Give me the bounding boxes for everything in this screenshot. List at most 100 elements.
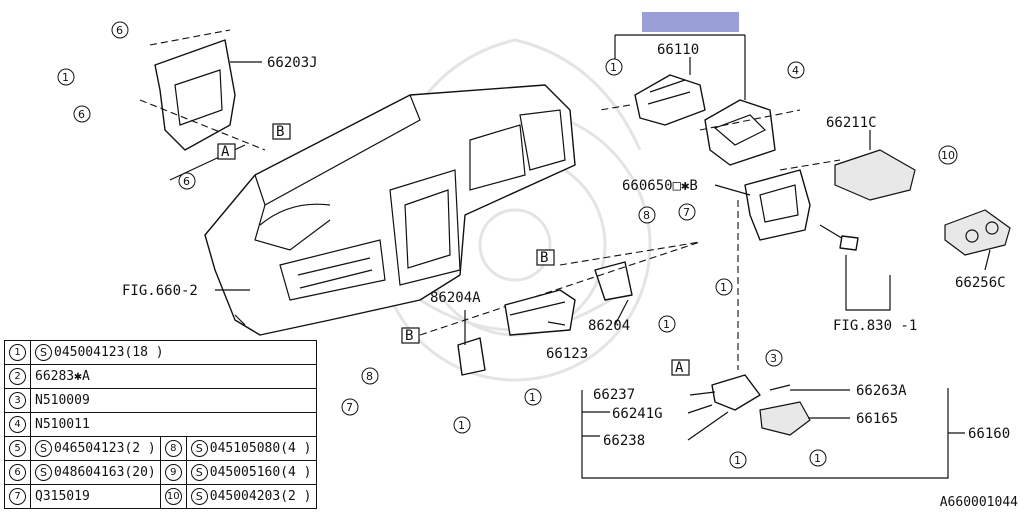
svg-text:A: A <box>675 360 684 376</box>
bubble-8: 8 <box>361 367 379 385</box>
standard-part-icon: S <box>190 464 208 481</box>
svg-text:3: 3 <box>770 352 777 365</box>
bubble-3: 3 <box>765 349 783 367</box>
legend-part: N510011 <box>30 412 317 437</box>
legend-number: 9 <box>159 460 187 485</box>
standard-part-icon: S <box>35 440 52 457</box>
svg-text:6: 6 <box>116 24 123 37</box>
callout-66165: 66165 <box>856 411 898 427</box>
bubble-4: 4 <box>787 61 805 79</box>
svg-text:7: 7 <box>346 401 353 414</box>
svg-text:1: 1 <box>663 318 670 331</box>
bubble-6: 6 <box>111 21 129 39</box>
legend-part: Q315019 <box>30 484 161 509</box>
legend-number: 7 <box>4 484 31 509</box>
svg-text:1: 1 <box>458 419 465 432</box>
figure-id: A660001044 <box>939 495 1018 510</box>
callout-66123: 66123 <box>546 346 588 362</box>
svg-text:8: 8 <box>643 209 650 222</box>
part-66256C <box>944 209 1011 256</box>
legend-part-number: N510009 <box>35 393 90 408</box>
callout-66237: 66237 <box>593 387 635 403</box>
legend-part-number: 046504123(2 ) <box>54 441 156 456</box>
fig830-leader <box>845 255 891 311</box>
bubble-6: 6 <box>73 105 91 123</box>
svg-text:1: 1 <box>610 61 617 74</box>
instrument-panel <box>204 84 576 336</box>
legend-part-number: 048604163(20) <box>54 465 156 480</box>
ref-box-b3: B <box>401 327 420 344</box>
bubble-6: 6 <box>178 172 196 190</box>
svg-text:6: 6 <box>183 175 190 188</box>
svg-text:1: 1 <box>62 71 69 84</box>
highlight-box <box>642 12 739 32</box>
callout-66256C: 66256C <box>955 275 1006 291</box>
svg-text:4: 4 <box>792 64 799 77</box>
legend-bubble: 6 <box>9 464 26 481</box>
legend-part: 66283✱A <box>30 364 317 389</box>
bubble-1: 1 <box>57 68 75 86</box>
bracket-86204 <box>419 241 701 336</box>
bubble-1: 1 <box>809 449 827 467</box>
ref-box-a1: A <box>217 143 236 160</box>
standard-part-icon: S <box>35 344 52 361</box>
legend-bubble: 2 <box>9 368 26 385</box>
callout-66241G: 66241G <box>612 406 663 422</box>
legend-part-number: 045004123(18 ) <box>54 345 164 360</box>
standard-part-icon: S <box>190 488 208 505</box>
svg-text:1: 1 <box>529 391 536 404</box>
bubble-7: 7 <box>678 203 696 221</box>
callout-66263A: 66263A <box>856 383 907 399</box>
legend-part: N510009 <box>30 388 317 413</box>
bubble-1: 1 <box>524 388 542 406</box>
box-66123 <box>504 289 576 336</box>
legend-number: 2 <box>4 364 31 389</box>
svg-text:A: A <box>221 144 230 160</box>
legend-row: 4 N510011 <box>4 412 317 437</box>
callout-66203J: 66203J <box>267 55 318 71</box>
svg-text:8: 8 <box>366 370 373 383</box>
legend-part-number: N510011 <box>35 417 90 432</box>
callout-66110: 66110 <box>657 42 699 58</box>
bracket-66203J <box>139 29 266 151</box>
svg-text:B: B <box>540 250 548 266</box>
legend-number: 6 <box>4 460 31 485</box>
legend-part-number: 66283✱A <box>35 369 90 384</box>
legend-part-number: Q315019 <box>35 489 90 504</box>
legend-bubble: 10 <box>164 488 182 505</box>
vent-66110 <box>599 74 801 166</box>
callout-fig660: FIG.660-2 <box>122 283 198 299</box>
svg-text:6: 6 <box>78 108 85 121</box>
legend-part-number: 045005160(4 ) <box>209 465 312 480</box>
ref-box-a2: A <box>671 359 690 376</box>
bubble-1: 1 <box>729 451 747 469</box>
legend-number: 8 <box>159 436 187 461</box>
legend-bubble: 3 <box>9 392 26 409</box>
svg-text:B: B <box>405 328 413 344</box>
bubble-8: 8 <box>638 206 656 224</box>
legend-number: 4 <box>4 412 31 437</box>
assembly-66160 <box>581 200 965 479</box>
legend-part-number: 045004203(2 ) <box>209 489 312 504</box>
callout-fig830: FIG.830 -1 <box>833 318 917 334</box>
svg-text:7: 7 <box>683 206 690 219</box>
svg-text:1: 1 <box>720 281 727 294</box>
standard-part-icon: S <box>35 464 52 481</box>
legend-bubble: 4 <box>9 416 26 433</box>
svg-text:1: 1 <box>734 454 741 467</box>
callout-66238: 66238 <box>603 433 645 449</box>
legend-bubble: 5 <box>9 440 26 457</box>
bubble-1: 1 <box>453 416 471 434</box>
bracket-86204A <box>457 310 486 376</box>
legend-part-number: 045105080(4 ) <box>209 441 312 456</box>
